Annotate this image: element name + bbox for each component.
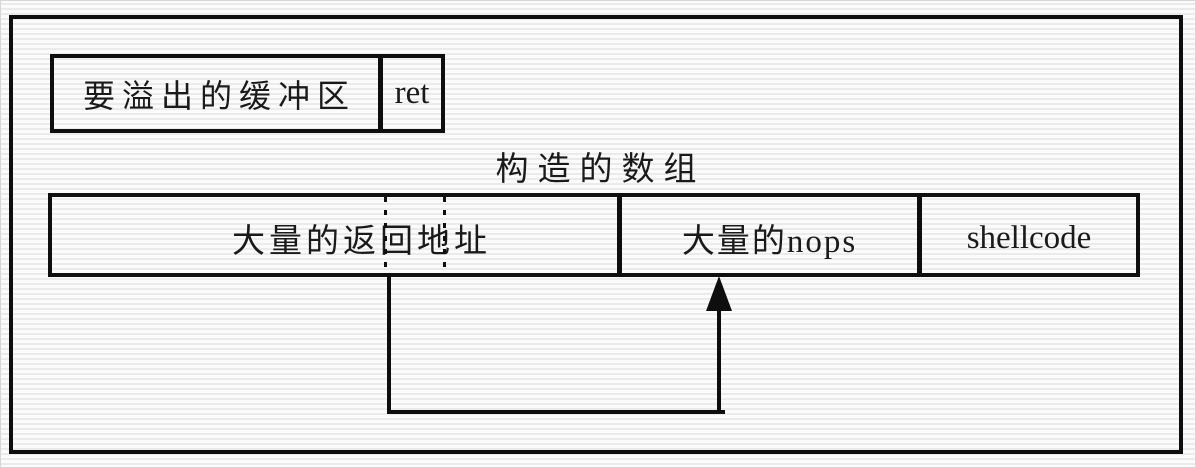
section-shellcode: shellcode (917, 197, 1136, 273)
arrow-head-icon (706, 276, 732, 311)
arrow-up-segment (717, 308, 721, 414)
overflow-buffer-label: 要溢出的缓冲区 (82, 77, 356, 114)
arrow-down-segment (387, 275, 391, 414)
ret-label: ret (394, 75, 430, 111)
section-return-addresses: 大量的返回地址 (232, 224, 491, 260)
constructed-array-label: 构造的数组 (495, 152, 706, 188)
ret-cell: ret (378, 58, 441, 129)
ret-projection-dotted-line-left (384, 197, 387, 273)
arrow-horizontal-segment (387, 410, 725, 414)
overflow-buffer-box: 要溢出的缓冲区 ret (50, 54, 445, 133)
diagram-outer-frame (9, 15, 1183, 454)
ret-projection-dotted-line-right (443, 197, 446, 273)
constructed-array-bar: 大量的返回地址 大量的nops shellcode (48, 193, 1140, 277)
section-nops: 大量的nops (617, 197, 917, 273)
